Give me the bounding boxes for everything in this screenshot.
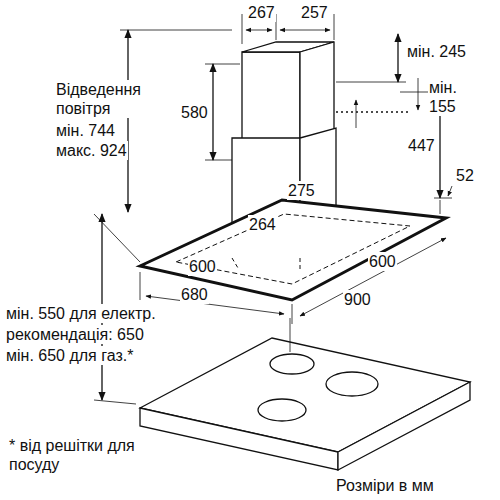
dimension-depth: 257: [300, 3, 329, 22]
dimension-width: 600: [188, 257, 217, 276]
dimension-width: 267: [247, 3, 276, 22]
airflow-note: Відведення повітря: [55, 80, 167, 118]
clearance-note: рекомендація: 650: [5, 325, 145, 344]
dimension-width: 900: [343, 290, 372, 309]
dimension-min: мін. 245: [406, 42, 467, 61]
dimension-height: 580: [180, 103, 209, 122]
footnote: * від решітки для посуду: [8, 436, 140, 474]
dimension-min: мін. 744: [55, 121, 116, 140]
dimension-max: макс. 924: [55, 141, 128, 160]
clearance-note: мін. 550 для електр.: [5, 304, 157, 323]
units-note: Розміри в мм: [335, 476, 435, 495]
clearance-note: мін. 650 для газ.*: [5, 346, 134, 365]
dimension-offset: 52: [455, 166, 475, 185]
dimension-depth: 275: [287, 181, 316, 200]
dimension-width: 264: [248, 215, 277, 234]
dimension-min: мін. 155: [428, 78, 472, 116]
dimension-height: 447: [407, 136, 436, 155]
dimension-depth: 600: [368, 252, 397, 271]
dimension-width: 680: [180, 285, 209, 304]
